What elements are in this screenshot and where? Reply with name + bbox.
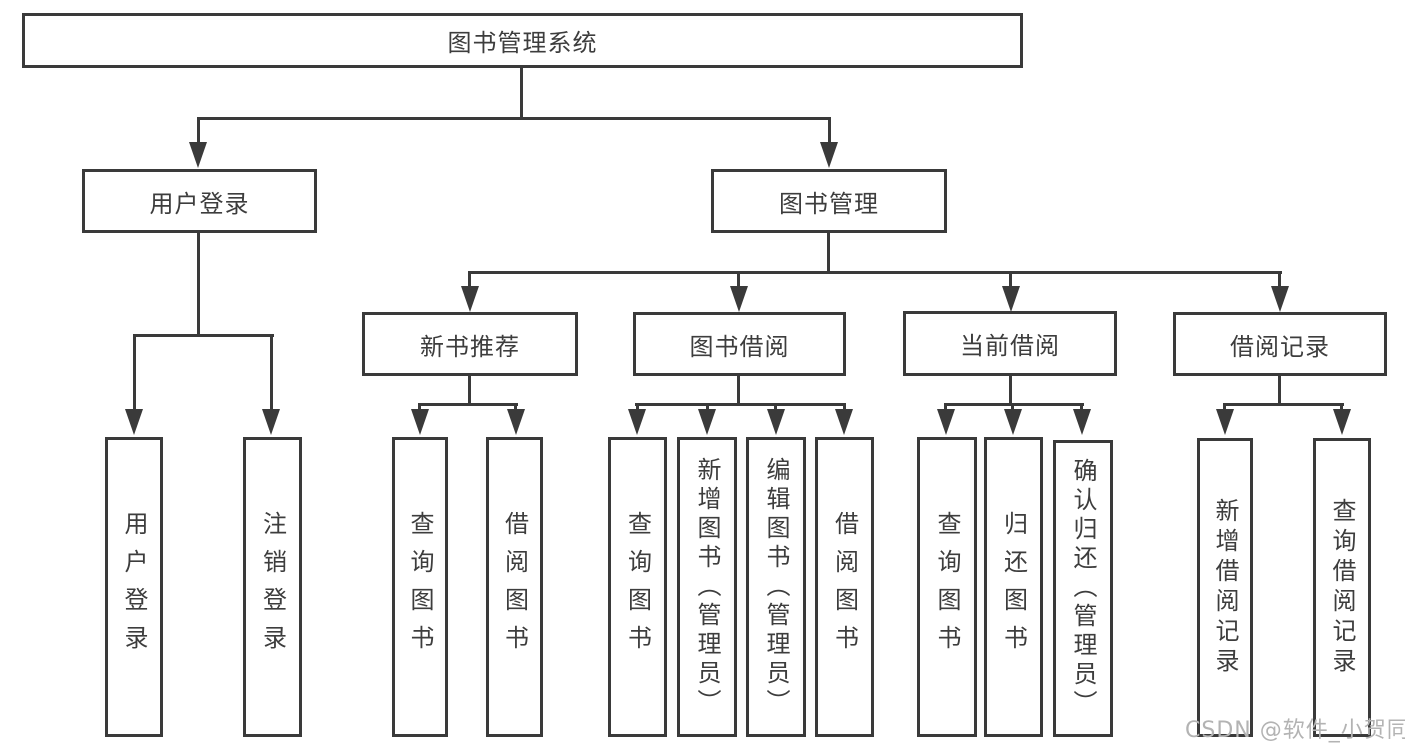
leaf-cur-return-books: 归还图书 bbox=[984, 437, 1043, 737]
arrow-to-cur-c2 bbox=[1004, 409, 1022, 435]
connector-level2-hline bbox=[197, 117, 831, 120]
node-user-login-label: 用户登录 bbox=[149, 189, 250, 218]
node-book-borrow-label: 图书借阅 bbox=[689, 332, 790, 361]
connector-cur-c1-stem bbox=[944, 403, 947, 412]
connector-bookmgmt-down bbox=[827, 231, 830, 274]
connector-borrowrecords-stem bbox=[1278, 271, 1281, 291]
arrow-to-login bbox=[125, 409, 143, 435]
leaf-logout: 注销登录 bbox=[243, 437, 302, 737]
connector-currentborrow-stem bbox=[1009, 271, 1012, 291]
connector-rec-c2-stem bbox=[514, 403, 517, 412]
leaf-borrow-add-books-label: 新增图书（管理员） bbox=[693, 456, 721, 718]
connector-level3-hline bbox=[468, 271, 1282, 274]
arrow-to-book-mgmt bbox=[820, 142, 838, 168]
arrow-to-recs-c1 bbox=[1216, 409, 1234, 435]
leaf-rec-query-books-label: 查询图书 bbox=[406, 511, 434, 663]
leaf-borrow-query-books-label: 查询图书 bbox=[623, 511, 652, 663]
connector-borrowrecords-hline bbox=[1223, 403, 1344, 406]
node-user-login: 用户登录 bbox=[82, 169, 317, 233]
node-book-mgmt-label: 图书管理 bbox=[779, 189, 879, 218]
connector-logout-stem bbox=[270, 334, 273, 410]
connector-bookborrow-down bbox=[737, 374, 740, 406]
connector-borrow-c1-stem bbox=[636, 403, 639, 412]
connector-borrowrecords-down bbox=[1278, 374, 1281, 406]
arrow-to-current-borrow bbox=[1002, 286, 1020, 312]
leaf-rec-borrow-books-label: 借阅图书 bbox=[500, 511, 529, 663]
connector-recs-c1-stem bbox=[1223, 403, 1226, 412]
node-root-label: 图书管理系统 bbox=[447, 29, 598, 57]
node-borrow-records: 借阅记录 bbox=[1173, 312, 1387, 376]
arrow-to-book-borrow bbox=[730, 286, 748, 312]
leaf-rec-borrow-books: 借阅图书 bbox=[486, 437, 543, 737]
node-root: 图书管理系统 bbox=[22, 13, 1023, 68]
arrow-to-borrow-c3 bbox=[767, 409, 785, 435]
connector-newbookrec-down bbox=[468, 374, 471, 406]
connector-rec-c1-stem bbox=[418, 403, 421, 412]
leaf-cur-query-books: 查询图书 bbox=[917, 437, 977, 737]
connector-userlogin-down bbox=[197, 231, 200, 337]
leaf-cur-query-books-label: 查询图书 bbox=[933, 511, 961, 663]
leaf-borrow-edit-books: 编辑图书（管理员） bbox=[746, 437, 806, 737]
arrow-to-borrow-c1 bbox=[628, 409, 646, 435]
leaf-rec-query-books: 查询图书 bbox=[392, 437, 448, 737]
leaf-user-login: 用户登录 bbox=[105, 437, 163, 737]
node-book-mgmt: 图书管理 bbox=[711, 169, 947, 233]
arrow-to-cur-c1 bbox=[937, 409, 955, 435]
leaf-borrow-borrow-books-label: 借阅图书 bbox=[830, 511, 859, 663]
connector-currentborrow-down bbox=[1009, 374, 1012, 406]
connector-currentborrow-hline bbox=[945, 403, 1084, 406]
leaf-user-login-label: 用户登录 bbox=[120, 511, 148, 663]
connector-bookborrow-hline bbox=[635, 403, 845, 406]
connector-newbookrec-hline bbox=[418, 403, 518, 406]
leaf-cur-confirm-return-label: 确认归还（管理员） bbox=[1069, 458, 1097, 719]
connector-borrow-c4-stem bbox=[843, 403, 846, 412]
arrow-to-recs-c2 bbox=[1333, 409, 1351, 435]
arrow-to-logout bbox=[262, 409, 280, 435]
connector-borrow-c3-stem bbox=[774, 403, 777, 412]
connector-root-stem bbox=[520, 65, 523, 120]
connector-cur-c2-stem bbox=[1011, 403, 1014, 412]
connector-borrow-c2-stem bbox=[706, 403, 709, 412]
connector-bookborrow-stem bbox=[737, 271, 740, 291]
leaf-recs-query-record: 查询借阅记录 bbox=[1313, 438, 1371, 737]
leaf-recs-add-record: 新增借阅记录 bbox=[1197, 438, 1253, 737]
leaf-cur-confirm-return: 确认归还（管理员） bbox=[1053, 440, 1113, 737]
node-borrow-records-label: 借阅记录 bbox=[1230, 332, 1330, 361]
leaf-recs-query-record-label: 查询借阅记录 bbox=[1328, 497, 1356, 678]
node-new-book-rec-label: 新书推荐 bbox=[420, 332, 520, 361]
arrow-to-new-book-rec bbox=[461, 286, 479, 312]
arrow-to-rec-c2 bbox=[507, 409, 525, 435]
connector-userlogin-hline bbox=[133, 334, 274, 337]
node-book-borrow: 图书借阅 bbox=[633, 312, 846, 376]
connector-login-stem bbox=[133, 334, 136, 410]
leaf-borrow-query-books: 查询图书 bbox=[608, 437, 667, 737]
leaf-borrow-edit-books-label: 编辑图书（管理员） bbox=[762, 456, 790, 718]
leaf-logout-label: 注销登录 bbox=[258, 511, 287, 663]
csdn-watermark: CSDN @软件_小贺同学 bbox=[1185, 718, 1405, 743]
leaf-borrow-borrow-books: 借阅图书 bbox=[815, 437, 874, 737]
node-current-borrow: 当前借阅 bbox=[903, 311, 1117, 376]
arrow-to-borrow-c4 bbox=[835, 409, 853, 435]
arrow-to-user-login bbox=[189, 142, 207, 168]
connector-userlogin-stem bbox=[197, 117, 200, 148]
arrow-to-borrow-c2 bbox=[698, 409, 716, 435]
connector-recs-c2-stem bbox=[1340, 403, 1343, 412]
arrow-to-borrow-records bbox=[1271, 286, 1289, 312]
node-new-book-rec: 新书推荐 bbox=[362, 312, 578, 376]
connector-newbookrec-stem bbox=[468, 271, 471, 291]
leaf-recs-add-record-label: 新增借阅记录 bbox=[1211, 497, 1239, 678]
connector-bookmgmt-stem bbox=[828, 117, 831, 148]
connector-cur-c3-stem bbox=[1080, 403, 1083, 412]
node-current-borrow-label: 当前借阅 bbox=[960, 332, 1060, 360]
leaf-cur-return-books-label: 归还图书 bbox=[999, 511, 1028, 663]
leaf-borrow-add-books: 新增图书（管理员） bbox=[677, 437, 737, 737]
arrow-to-cur-c3 bbox=[1073, 409, 1091, 435]
arrow-to-rec-c1 bbox=[411, 409, 429, 435]
